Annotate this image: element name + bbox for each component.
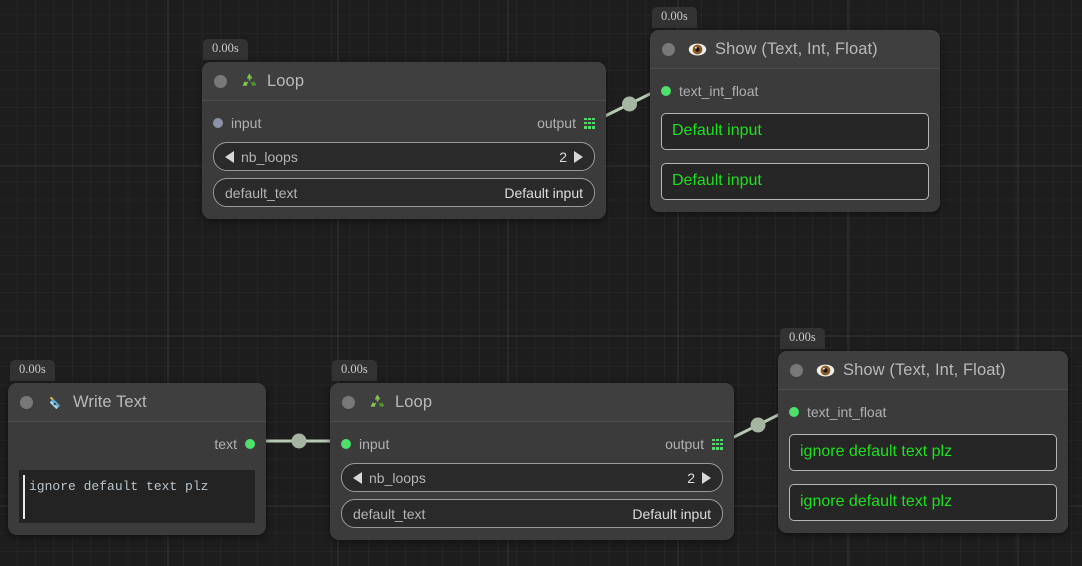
stepper-decrement-icon[interactable] — [353, 471, 362, 484]
output-pin-dot[interactable] — [245, 439, 255, 449]
node-timer-loop-top: 0.00s — [203, 39, 248, 60]
node-header[interactable]: Show (Text, Int, Float) — [778, 351, 1068, 390]
text-input-value: ignore default text plz — [29, 479, 209, 494]
node-loop-bottom[interactable]: Loop input output nb_loops 2 defa — [330, 383, 734, 540]
output-pin-label: text — [214, 436, 237, 452]
stepper-increment-icon[interactable] — [574, 150, 583, 163]
nb-loops-label: nb_loops — [241, 148, 298, 165]
node-timer-write-text: 0.00s — [10, 360, 55, 381]
pin-row: text_int_float — [661, 79, 929, 103]
nb-loops-value: 2 — [559, 148, 567, 165]
node-title: Loop — [395, 392, 433, 411]
nb-loops-label: nb_loops — [369, 469, 426, 486]
node-title: Loop — [267, 71, 305, 90]
output-pin-label: output — [537, 115, 576, 131]
pin-row: input output — [341, 432, 723, 456]
input-pin-dot[interactable] — [213, 118, 223, 128]
node-title: Write Text — [73, 392, 147, 411]
node-write-text[interactable]: Write Text text ignore default text plz — [8, 383, 266, 535]
link-midpoint-dot[interactable] — [291, 433, 307, 449]
display-box-2: Default input — [661, 163, 929, 200]
input-pin-label: input — [359, 436, 390, 452]
grid-icon — [584, 117, 595, 129]
link-midpoint-dot[interactable] — [750, 417, 766, 433]
default-text-label: default_text — [353, 505, 426, 522]
node-timer-loop-bottom: 0.00s — [332, 360, 377, 381]
nb-loops-value: 2 — [687, 469, 695, 486]
pin-row: text — [19, 432, 255, 456]
text-input-area[interactable]: ignore default text plz — [19, 470, 255, 523]
default-text-label: default_text — [225, 184, 298, 201]
text-caret — [23, 475, 25, 519]
default-text-value: Default input — [504, 184, 583, 201]
node-show-bottom[interactable]: Show (Text, Int, Float) text_int_float i… — [778, 351, 1068, 533]
pin-row: text_int_float — [789, 400, 1057, 424]
node-timer-show-bottom: 0.00s — [780, 328, 825, 349]
node-body: text_int_float Default input Default inp… — [650, 69, 940, 212]
nb-loops-stepper[interactable]: nb_loops 2 — [341, 463, 723, 492]
eye-icon — [688, 43, 707, 55]
node-timer-show-top: 0.00s — [652, 7, 697, 28]
stepper-increment-icon[interactable] — [702, 471, 711, 484]
nb-loops-stepper[interactable]: nb_loops 2 — [213, 142, 595, 171]
node-body: input output nb_loops 2 default_text Def… — [202, 101, 606, 219]
node-title: Show (Text, Int, Float) — [843, 360, 1006, 379]
input-pin-dot[interactable] — [789, 407, 799, 417]
display-box-1: ignore default text plz — [789, 434, 1057, 471]
node-body: input output nb_loops 2 default_text Def… — [330, 422, 734, 540]
recycle-icon — [370, 393, 385, 407]
node-show-top[interactable]: Show (Text, Int, Float) text_int_float D… — [650, 30, 940, 212]
input-pin-dot[interactable] — [661, 86, 671, 96]
pin-row: input output — [213, 111, 595, 135]
input-pin-dot[interactable] — [341, 439, 351, 449]
node-body: text_int_float ignore default text plz i… — [778, 390, 1068, 533]
pen-nib-icon — [48, 394, 60, 411]
collapse-toggle-icon[interactable] — [662, 42, 675, 56]
collapse-toggle-icon[interactable] — [214, 74, 227, 88]
collapse-toggle-icon[interactable] — [342, 395, 355, 409]
node-loop-top[interactable]: Loop input output nb_loops 2 defa — [202, 62, 606, 219]
input-pin-label: text_int_float — [679, 83, 759, 99]
input-pin-label: input — [231, 115, 262, 131]
stepper-decrement-icon[interactable] — [225, 150, 234, 163]
grid-icon — [712, 438, 723, 450]
display-box-2: ignore default text plz — [789, 484, 1057, 521]
output-pin-label: output — [665, 436, 704, 452]
default-text-field[interactable]: default_text Default input — [213, 178, 595, 207]
output-pin[interactable]: text — [214, 436, 255, 452]
node-body: text ignore default text plz — [8, 422, 266, 535]
node-header[interactable]: Loop — [202, 62, 606, 101]
collapse-toggle-icon[interactable] — [790, 363, 803, 377]
node-title: Show (Text, Int, Float) — [715, 39, 878, 58]
input-pin-label: text_int_float — [807, 404, 887, 420]
output-pin[interactable]: output — [665, 436, 723, 452]
default-text-field[interactable]: default_text Default input — [341, 499, 723, 528]
eye-icon — [816, 364, 835, 376]
link-midpoint-dot[interactable] — [622, 96, 637, 112]
node-header[interactable]: Loop — [330, 383, 734, 422]
display-box-1: Default input — [661, 113, 929, 150]
default-text-value: Default input — [632, 505, 711, 522]
recycle-icon — [242, 72, 257, 86]
collapse-toggle-icon[interactable] — [20, 395, 33, 409]
node-header[interactable]: Write Text — [8, 383, 266, 422]
node-header[interactable]: Show (Text, Int, Float) — [650, 30, 940, 69]
output-pin[interactable]: output — [537, 115, 595, 131]
